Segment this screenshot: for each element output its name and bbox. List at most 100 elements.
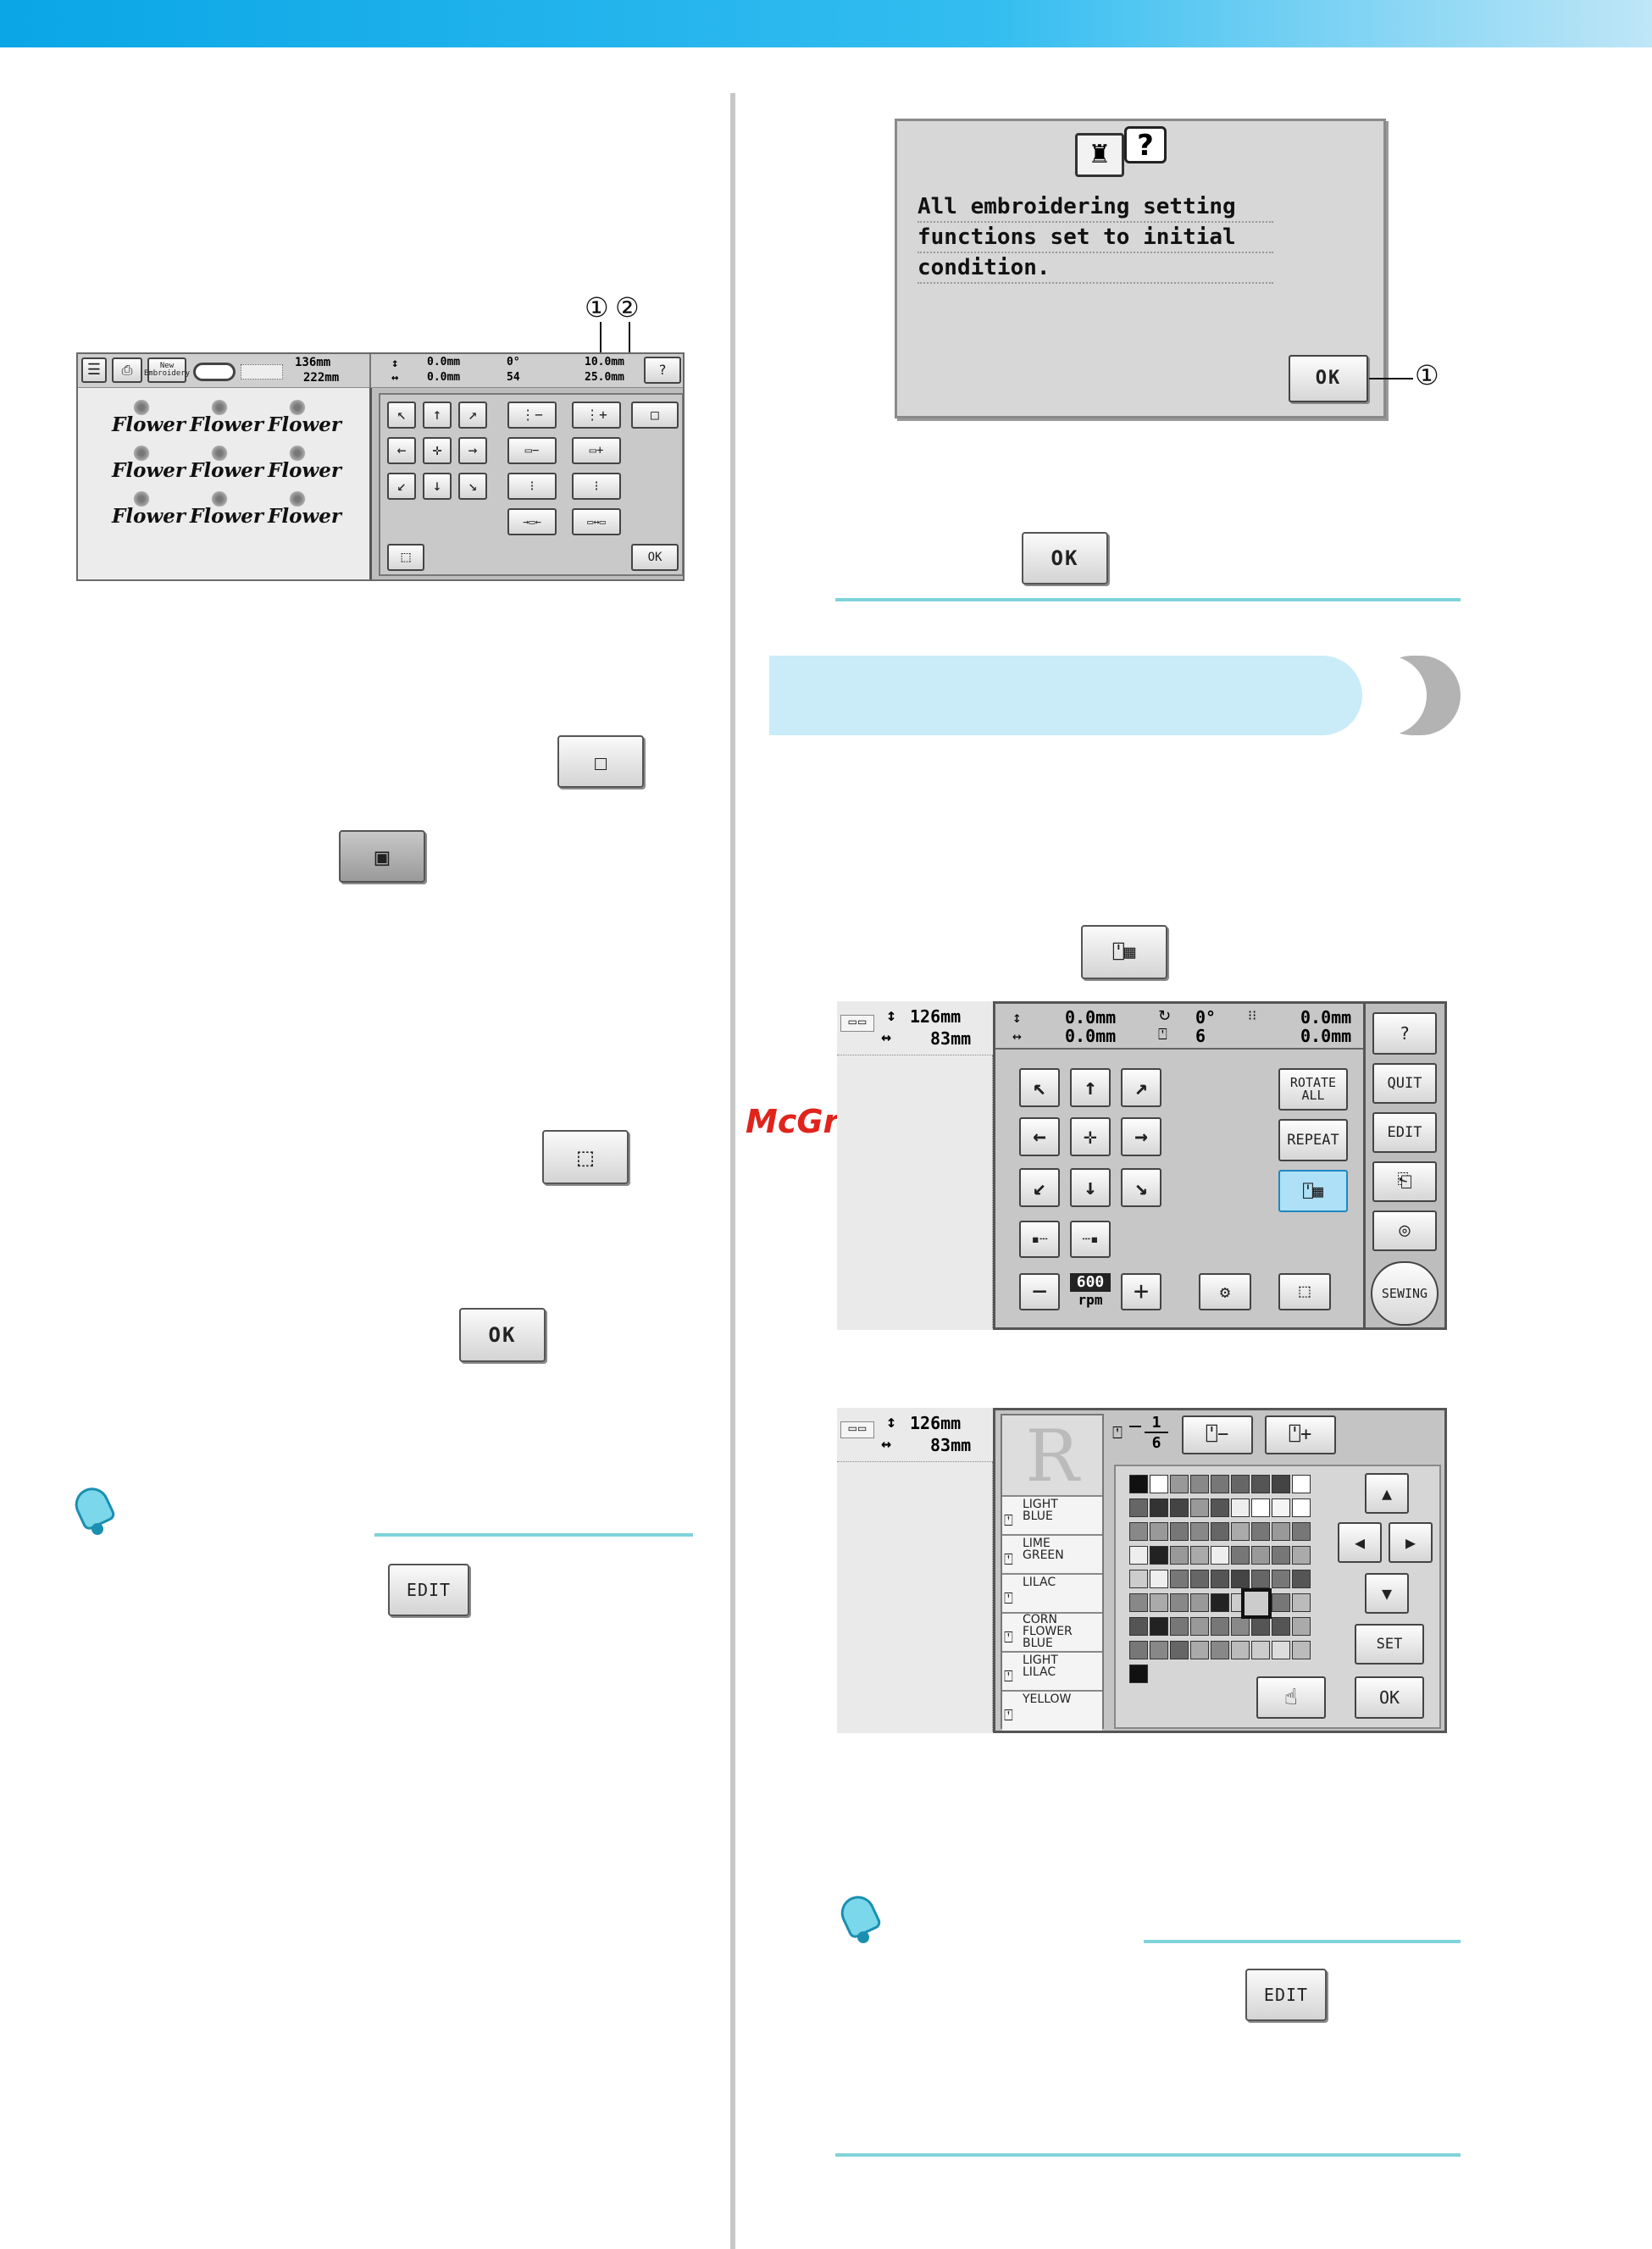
edit-button-right[interactable]: EDIT — [1245, 1969, 1327, 2021]
color-swatch[interactable] — [1251, 1475, 1270, 1493]
vertical-spacing-button[interactable]: ⁝ — [507, 473, 557, 500]
color-swatch[interactable] — [1150, 1641, 1168, 1659]
trial-button[interactable]: ⬚ — [387, 544, 424, 571]
list-icon[interactable]: ☰ — [81, 357, 107, 383]
color-swatch[interactable] — [1190, 1617, 1209, 1636]
speed-plus-button[interactable]: + — [1121, 1273, 1161, 1310]
color-swatch[interactable] — [1272, 1641, 1290, 1659]
machine-icon[interactable]: ⎙ — [112, 357, 142, 383]
color-swatch[interactable] — [1170, 1617, 1189, 1636]
arrow-down-button[interactable]: ↓ — [1070, 1168, 1111, 1207]
arrow-down-button[interactable]: ↓ — [423, 473, 452, 500]
color-swatch[interactable] — [1170, 1570, 1189, 1588]
center-button[interactable]: ✛ — [423, 437, 452, 464]
color-swatch[interactable] — [1129, 1546, 1148, 1565]
arrow-down-left-button[interactable]: ↙ — [1019, 1168, 1060, 1207]
color-swatch[interactable] — [1129, 1617, 1148, 1636]
color-swatch[interactable] — [1211, 1475, 1229, 1493]
color-swatch[interactable] — [1272, 1475, 1290, 1493]
color-swatch[interactable] — [1129, 1475, 1148, 1493]
quit-button[interactable]: QUIT — [1372, 1063, 1437, 1104]
color-swatch[interactable] — [1129, 1498, 1148, 1517]
color-swatch[interactable] — [1170, 1522, 1189, 1541]
color-swatch[interactable] — [1150, 1546, 1168, 1565]
help-icon[interactable]: ? — [1372, 1012, 1437, 1055]
color-swatch[interactable] — [1231, 1522, 1250, 1541]
color-swatch[interactable] — [1170, 1641, 1189, 1659]
arrow-down-right-button[interactable]: ↘ — [1121, 1168, 1161, 1207]
color-swatch[interactable] — [1150, 1522, 1168, 1541]
color-swatch[interactable] — [1170, 1546, 1189, 1565]
color-swatch[interactable] — [1292, 1498, 1311, 1517]
color-swatch[interactable] — [1292, 1522, 1311, 1541]
color-swatch[interactable] — [1150, 1570, 1168, 1588]
color-swatch[interactable] — [1272, 1546, 1290, 1565]
color-swatch[interactable] — [1211, 1498, 1229, 1517]
color-swatch[interactable] — [1211, 1617, 1229, 1636]
arrow-down-right-button[interactable]: ↘ — [458, 473, 487, 500]
border-right-button[interactable]: ┄▪ — [1070, 1221, 1111, 1258]
color-swatch[interactable] — [1292, 1617, 1311, 1636]
color-swatch[interactable] — [1292, 1570, 1311, 1588]
previous-thread-button[interactable]: ⍞− — [1182, 1415, 1253, 1454]
arrow-down-left-button[interactable]: ↙ — [387, 473, 416, 500]
needle-position-button[interactable]: ⚙ — [1199, 1273, 1251, 1310]
color-swatch[interactable] — [1150, 1475, 1168, 1493]
frame-selected-button[interactable]: ▣ — [339, 830, 425, 883]
hand-icon[interactable]: ☝ — [1256, 1676, 1326, 1719]
new-embroidery-button[interactable]: New Embroidery — [144, 357, 190, 383]
color-swatch[interactable] — [1129, 1593, 1148, 1612]
border-left-button[interactable]: ▪┄ — [1019, 1221, 1060, 1258]
color-swatch[interactable] — [1211, 1546, 1229, 1565]
color-swatch[interactable] — [1272, 1522, 1290, 1541]
color-swatch[interactable] — [1190, 1570, 1209, 1588]
color-swatch[interactable] — [1170, 1593, 1189, 1612]
color-swatch[interactable] — [1251, 1641, 1270, 1659]
frame-button[interactable]: □ — [631, 402, 679, 429]
scroll-down-button[interactable]: ▼ — [1365, 1573, 1409, 1614]
vertical-spacing2-button[interactable]: ⁝ — [572, 473, 621, 500]
color-swatch[interactable] — [1129, 1522, 1148, 1541]
color-swatch[interactable] — [1272, 1617, 1290, 1636]
color-swatch[interactable] — [1231, 1617, 1250, 1636]
thread-item[interactable]: ⍞YELLOW — [1002, 1692, 1102, 1731]
color-swatch[interactable] — [1231, 1498, 1250, 1517]
color-swatch[interactable] — [1231, 1570, 1250, 1588]
color-swatch[interactable] — [1190, 1498, 1209, 1517]
color-swatch[interactable] — [1251, 1546, 1270, 1565]
color-swatch[interactable] — [1190, 1522, 1209, 1541]
color-swatch[interactable] — [1150, 1617, 1168, 1636]
color-swatch[interactable] — [1150, 1498, 1168, 1517]
thread-color-button[interactable]: ⍞▦ — [1081, 925, 1167, 979]
arrow-up-button[interactable]: ↑ — [423, 402, 452, 429]
vertical-plus-button[interactable]: ⋮+ — [572, 402, 621, 429]
speed-minus-button[interactable]: − — [1019, 1273, 1060, 1310]
arrow-right-button[interactable]: → — [458, 437, 487, 464]
color-swatch[interactable] — [1251, 1617, 1270, 1636]
scroll-left-button[interactable]: ◀ — [1338, 1522, 1382, 1563]
color-swatch[interactable] — [1129, 1641, 1148, 1659]
color-swatch[interactable] — [1251, 1498, 1270, 1517]
edit-button-left[interactable]: EDIT — [388, 1564, 469, 1616]
color-swatch[interactable] — [1129, 1665, 1148, 1683]
trial-area-button[interactable]: ⬚ — [542, 1130, 629, 1184]
ok-button-right[interactable]: OK — [1022, 532, 1108, 584]
color-swatch[interactable] — [1190, 1475, 1209, 1493]
horizontal-spacing-button[interactable]: →▭← — [507, 508, 557, 535]
color-swatch[interactable] — [1251, 1522, 1270, 1541]
arrow-up-right-button[interactable]: ↗ — [1121, 1068, 1161, 1107]
color-swatch[interactable] — [1292, 1546, 1311, 1565]
color-swatch[interactable] — [1292, 1475, 1311, 1493]
color-swatch[interactable] — [1272, 1570, 1290, 1588]
sewing-button[interactable]: SEWING — [1371, 1261, 1439, 1326]
arrow-up-button[interactable]: ↑ — [1070, 1068, 1111, 1107]
arrow-up-left-button[interactable]: ↖ — [1019, 1068, 1060, 1107]
color-swatch[interactable] — [1292, 1593, 1311, 1612]
repeat-button[interactable]: REPEAT — [1278, 1119, 1348, 1161]
hoop-display-icon[interactable]: ◎ — [1372, 1210, 1437, 1251]
frame-outline-button[interactable]: ☐ — [557, 735, 644, 788]
color-swatch[interactable] — [1292, 1641, 1311, 1659]
